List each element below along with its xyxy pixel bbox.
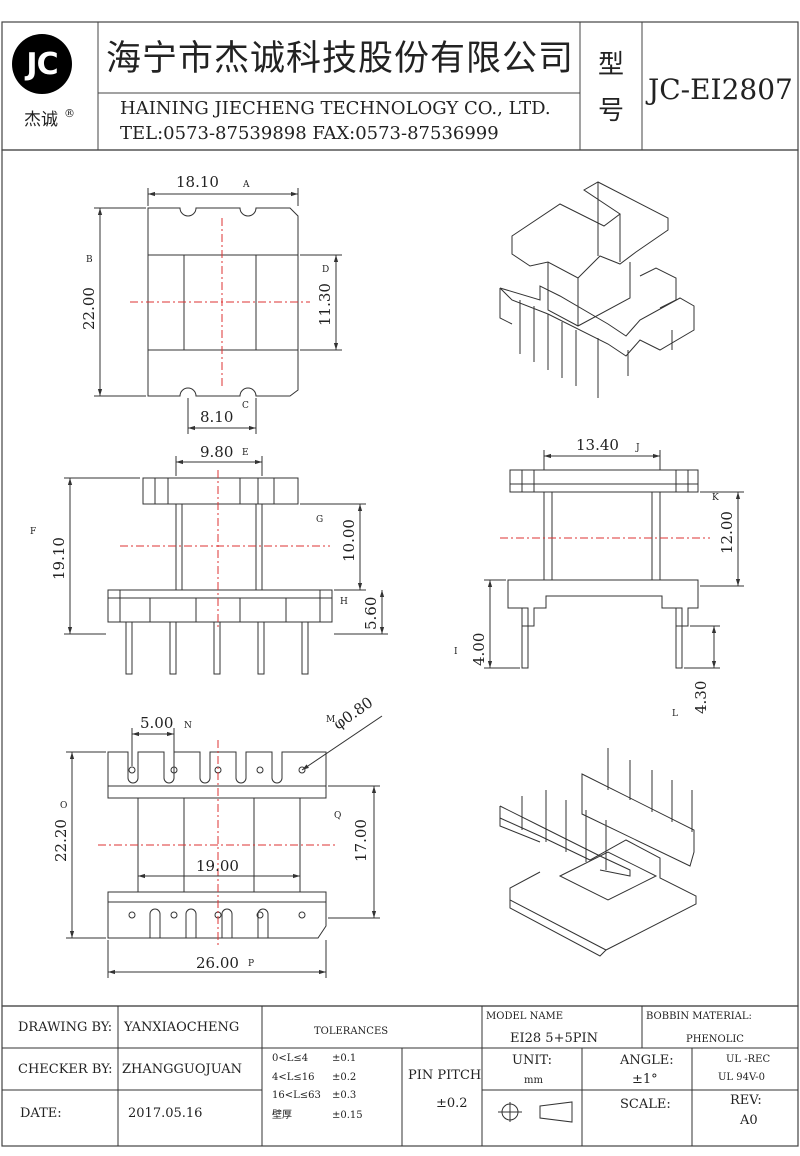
model-name-label: MODEL NAME [486, 1011, 563, 1022]
dim-L-marker: L [672, 709, 678, 719]
tol-range-0: 0<L≤4 [272, 1053, 308, 1064]
dim-P-value: 26.00 [196, 954, 239, 972]
tolerances-label: TOLERANCES [314, 1026, 388, 1037]
dim-B-marker: B [86, 255, 93, 265]
dim-J-marker: J [635, 443, 640, 453]
tol-range-3: 壁厚 [272, 1108, 292, 1121]
drawing-by-value: YANXIAOCHENG [123, 1020, 239, 1035]
dim-F-value: 19.10 [50, 537, 68, 580]
side-view [484, 450, 744, 669]
model-name-value: EI28 5+5PIN [510, 1031, 598, 1046]
drawing-frame [1, 149, 799, 1007]
date-value: 2017.05.16 [128, 1106, 202, 1121]
dim-C-marker: C [242, 401, 249, 411]
rev-label: REV: [730, 1093, 762, 1108]
dim-B-value: 22.00 [80, 287, 98, 330]
dim-R-value: 19.00 [196, 857, 239, 875]
dim-K-value: 12.00 [718, 511, 736, 554]
dim-I-marker: I [454, 647, 458, 657]
title-header: JC 杰诚 ® 海宁市杰诚科技股份有限公司 HAINING JIECHENG T… [0, 0, 800, 152]
scale-label: SCALE: [620, 1097, 671, 1112]
title-block-grid [1, 1005, 799, 1147]
dim-G-value: 10.00 [340, 519, 358, 562]
ul-94v0: UL 94V-0 [718, 1072, 765, 1083]
isometric-view-top [499, 181, 695, 398]
dim-N-value: 5.00 [140, 714, 173, 732]
dim-F-marker: F [30, 527, 36, 537]
model-label-1: 型 [598, 50, 625, 80]
dim-A-value: 18.10 [176, 173, 219, 191]
top-view [94, 188, 342, 434]
angle-label: ANGLE: [619, 1053, 674, 1068]
registered-mark: ® [64, 107, 75, 120]
dim-D-marker: D [322, 265, 329, 275]
rev-value: A0 [739, 1113, 758, 1128]
dim-O-marker: O [60, 801, 67, 811]
dim-N-marker: N [184, 721, 192, 731]
bottom-view [66, 715, 383, 978]
ul-rec: UL -REC [726, 1054, 770, 1065]
dim-A-marker: A [242, 180, 250, 190]
isometric-view-bottom [499, 748, 697, 957]
model-label-2: 号 [598, 96, 625, 126]
company-name-cn: 海宁市杰诚科技股份有限公司 [106, 39, 575, 79]
unit-value: mm [524, 1075, 543, 1086]
dim-L-value: 4.30 [692, 681, 710, 714]
model-number: JC-EI2807 [648, 73, 793, 106]
pin-pitch-tolerance: ±0.2 [436, 1096, 468, 1111]
dim-H-marker: H [340, 597, 348, 607]
dim-O-value: 22.20 [52, 819, 70, 862]
company-name-en: HAINING JIECHENG TECHNOLOGY CO., LTD. [120, 98, 551, 119]
dim-P-marker: P [248, 959, 254, 969]
bobbin-material-value: PHENOLIC [686, 1034, 744, 1045]
tol-value-2: ±0.3 [332, 1090, 356, 1101]
drawing-by-label: DRAWING BY: [18, 1020, 112, 1035]
dim-K-marker: K [712, 493, 719, 503]
bobbin-material-label: BOBBIN MATERIAL: [646, 1011, 752, 1022]
front-view [64, 456, 388, 675]
dim-G-marker: G [316, 515, 323, 525]
dim-M-value: φ0.80 [330, 693, 376, 733]
dim-D-value: 11.30 [316, 283, 334, 326]
tol-range-1: 4<L≤16 [272, 1072, 315, 1083]
dim-Q-value: 17.00 [352, 819, 370, 862]
dim-M-marker: M [326, 715, 335, 725]
dim-Q-marker: Q [334, 811, 341, 821]
tol-value-0: ±0.1 [332, 1053, 356, 1064]
date-label: DATE: [20, 1106, 62, 1121]
company-logo: JC [12, 34, 72, 94]
tol-range-2: 16<L≤63 [272, 1090, 321, 1101]
dim-H-value: 5.60 [362, 597, 380, 630]
checker-by-value: ZHANGGUOJUAN [122, 1062, 242, 1077]
dim-I-value: 4.00 [470, 633, 488, 666]
tol-value-3: ±0.15 [332, 1110, 363, 1121]
logo-subtitle: 杰诚 [24, 110, 58, 130]
angle-value: ±1° [632, 1072, 658, 1087]
tol-value-1: ±0.2 [332, 1072, 356, 1083]
dim-C-value: 8.10 [200, 408, 233, 426]
dim-E-marker: E [242, 448, 249, 458]
dim-E-value: 9.80 [200, 443, 233, 461]
dim-J-value: 13.40 [576, 436, 619, 454]
unit-label: UNIT: [512, 1053, 552, 1068]
title-block-text: DRAWING BY: YANXIAOCHENG CHECKER BY: ZHA… [18, 1011, 770, 1128]
company-contact: TEL:0573-87539898 FAX:0573-87536999 [120, 123, 499, 144]
checker-by-label: CHECKER BY: [18, 1062, 113, 1077]
pin-pitch-label: PIN PITCH [408, 1068, 481, 1083]
